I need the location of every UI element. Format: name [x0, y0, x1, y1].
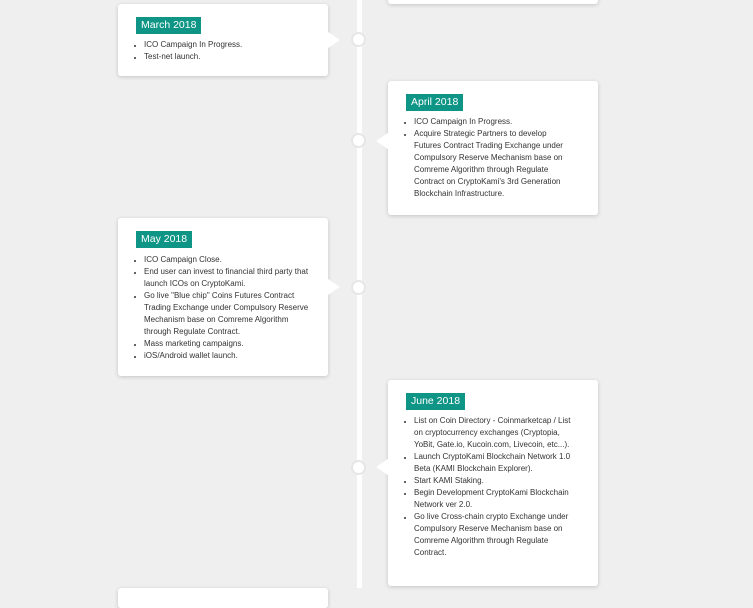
timeline-dot-march-2018 — [351, 32, 366, 47]
milestone-item: iOS/Android wallet launch. — [144, 350, 309, 362]
milestone-item: ICO Campaign In Progress. — [414, 116, 574, 128]
timeline-card-march-2018: March 2018 ICO Campaign In Progress. Tes… — [118, 4, 340, 76]
timeline-date-badge: May 2018 — [136, 231, 193, 248]
timeline-card-april-2018: April 2018 ICO Campaign In Progress. Acq… — [376, 81, 598, 215]
timeline-card-june-2018: June 2018 List on Coin Directory - Coinm… — [376, 380, 598, 586]
milestone-item: List on Coin Directory - Coinmarketcap /… — [414, 415, 574, 451]
milestone-item: ICO Campaign Close. — [144, 254, 309, 266]
milestone-item: Acquire Strategic Partners to develop Fu… — [414, 128, 574, 200]
milestone-item: Launch CryptoKami Blockchain Network 1.0… — [414, 451, 574, 475]
milestone-list: ICO Campaign In Progress. Acquire Strate… — [405, 116, 574, 200]
milestone-item: Test-net launch. — [144, 51, 324, 63]
timeline-dot-june-2018 — [351, 460, 366, 475]
milestone-item: Go live "Blue chip" Coins Futures Contra… — [144, 290, 309, 338]
milestone-item: ICO Campaign In Progress. — [144, 39, 324, 51]
milestone-item: Begin Development CryptoKami Blockchain … — [414, 487, 574, 511]
timeline-dot-april-2018 — [351, 133, 366, 148]
milestone-item: Start KAMI Staking. — [414, 475, 574, 487]
timeline-date-badge: March 2018 — [136, 17, 202, 34]
timeline-dot-may-2018 — [351, 280, 366, 295]
timeline-card-may-2018: May 2018 ICO Campaign Close. End user ca… — [118, 218, 340, 376]
timeline-card-next — [118, 588, 328, 608]
milestone-list: ICO Campaign In Progress. Test-net launc… — [135, 39, 324, 63]
timeline-date-badge: April 2018 — [406, 94, 464, 111]
milestone-list: ICO Campaign Close. End user can invest … — [135, 254, 309, 362]
milestone-item: End user can invest to financial third p… — [144, 266, 309, 290]
milestone-item: Go live Cross-chain crypto Exchange unde… — [414, 511, 574, 559]
milestone-list: List on Coin Directory - Coinmarketcap /… — [405, 415, 574, 559]
timeline-date-badge: June 2018 — [406, 393, 466, 410]
timeline-card-previous — [388, 0, 598, 4]
milestone-item: Mass marketing campaigns. — [144, 338, 309, 350]
